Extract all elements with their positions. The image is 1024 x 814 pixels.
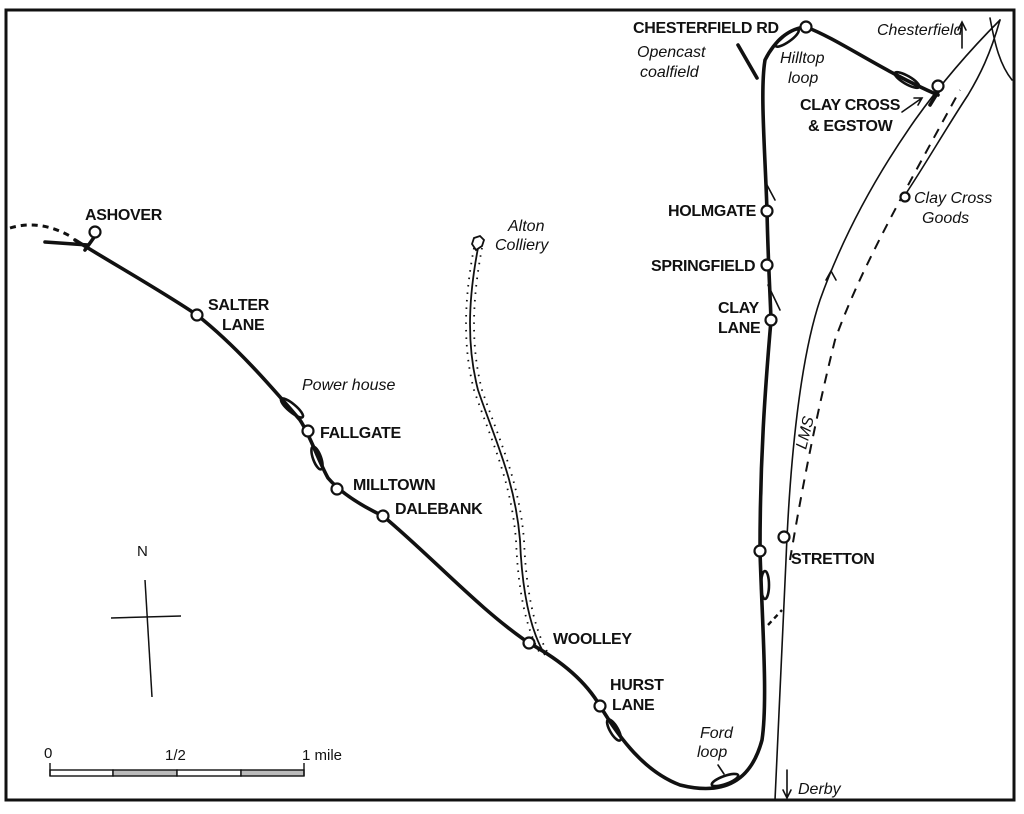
station-holmgate[interactable] xyxy=(760,204,774,218)
label-chesterfield: Chesterfield xyxy=(877,22,963,39)
clay-cross-loop xyxy=(893,70,921,90)
scale-one-mile: 1 mile xyxy=(302,747,342,764)
ashover-dashed-extension xyxy=(9,223,71,238)
station-milltown[interactable] xyxy=(330,482,344,496)
label-clay-lane-2: LANE xyxy=(718,320,761,337)
alton-colliery-ticks-2 xyxy=(473,247,550,656)
scale-zero: 0 xyxy=(44,745,52,762)
power-house-loop xyxy=(279,397,305,419)
clay-lane-spur xyxy=(767,284,781,311)
scale-seg-3 xyxy=(176,769,242,777)
label-opencast-1: Opencast xyxy=(637,44,706,61)
goods-branch-line xyxy=(904,19,1001,196)
label-derby: Derby xyxy=(798,781,842,798)
compass-vertical xyxy=(144,579,153,698)
label-ford-1: Ford xyxy=(700,725,734,742)
label-hurst-1: HURST xyxy=(610,677,664,694)
map-frame xyxy=(4,8,1016,802)
label-chesterfield-rd: CHESTERFIELD RD xyxy=(633,20,779,37)
compass-horizontal xyxy=(110,615,182,619)
label-lms: LMS xyxy=(793,415,818,451)
label-goods-2: Goods xyxy=(922,210,969,227)
clay-cross-pointer xyxy=(901,97,924,113)
station-chesterfield-rd[interactable] xyxy=(799,20,813,34)
label-opencast-2: coalfield xyxy=(640,64,700,81)
hurst-loop xyxy=(605,718,623,742)
label-clay-cross-2: & EGSTOW xyxy=(808,118,894,135)
label-dalebank: DALEBANK xyxy=(395,501,483,518)
station-ashover[interactable] xyxy=(88,225,102,239)
clay-cross-spur xyxy=(928,90,940,107)
label-milltown: MILLTOWN xyxy=(353,477,435,494)
label-alton-1: Alton xyxy=(507,218,545,235)
derby-arrow xyxy=(782,769,792,800)
label-hilltop-1: Hilltop xyxy=(780,50,825,67)
station-springfield[interactable] xyxy=(760,258,774,272)
label-goods-1: Clay Cross xyxy=(914,190,992,207)
label-power-house: Power house xyxy=(302,377,395,394)
opencast-branch xyxy=(736,43,759,80)
hilltop-loop-shape xyxy=(774,28,800,48)
colliery-icon xyxy=(471,234,486,252)
station-salter-lane[interactable] xyxy=(190,308,204,322)
label-hilltop-2: loop xyxy=(788,70,818,87)
station-hurst-lane[interactable] xyxy=(593,699,607,713)
dashed-connection xyxy=(789,89,961,561)
stretton-dashed-spur xyxy=(767,609,783,626)
ashover-siding xyxy=(43,240,90,247)
scale-bar: 0 1/2 1 mile xyxy=(44,745,342,777)
label-ford-2: loop xyxy=(697,744,727,761)
label-clay-lane-1: CLAY xyxy=(718,300,760,317)
station-dalebank[interactable] xyxy=(376,509,390,523)
station-clay-cross[interactable] xyxy=(931,79,945,93)
stretton-loop xyxy=(759,569,771,601)
scale-seg-1 xyxy=(49,769,114,777)
ford-loop-pointer xyxy=(717,764,725,775)
compass-n-label: N xyxy=(137,543,148,560)
lms-arrow xyxy=(825,269,837,281)
north-compass: N xyxy=(110,543,182,698)
top-right-curve xyxy=(989,17,1013,81)
label-woolley: WOOLLEY xyxy=(553,631,632,648)
label-holmgate: HOLMGATE xyxy=(668,203,757,220)
label-hurst-2: LANE xyxy=(612,697,655,714)
label-clay-cross-1: CLAY CROSS xyxy=(800,97,901,114)
station-clay-lane[interactable] xyxy=(764,313,778,327)
scale-seg-2 xyxy=(112,769,178,777)
label-springfield: SPRINGFIELD xyxy=(651,258,755,275)
chesterfield-arrow xyxy=(957,20,967,49)
scale-half: 1/2 xyxy=(165,747,186,764)
holmgate-spur xyxy=(766,184,776,201)
station-clay-cross-goods[interactable] xyxy=(899,191,911,203)
label-stretton: STRETTON xyxy=(791,551,875,568)
station-fallgate[interactable] xyxy=(301,424,315,438)
station-stretton[interactable] xyxy=(753,544,767,558)
label-fallgate: FALLGATE xyxy=(320,425,401,442)
main-track xyxy=(73,25,940,791)
fallgate-loop xyxy=(310,445,324,471)
scale-seg-4 xyxy=(240,769,305,777)
station-stretton-lms[interactable] xyxy=(777,530,791,544)
label-alton-2: Colliery xyxy=(495,237,549,254)
ford-loop-shape xyxy=(710,772,740,788)
label-salter-2: LANE xyxy=(222,317,265,334)
label-salter-1: SALTER xyxy=(208,297,270,314)
lms-main-line xyxy=(774,19,1001,801)
station-woolley[interactable] xyxy=(522,636,536,650)
label-ashover: ASHOVER xyxy=(85,207,163,224)
alton-colliery-line xyxy=(469,247,546,656)
